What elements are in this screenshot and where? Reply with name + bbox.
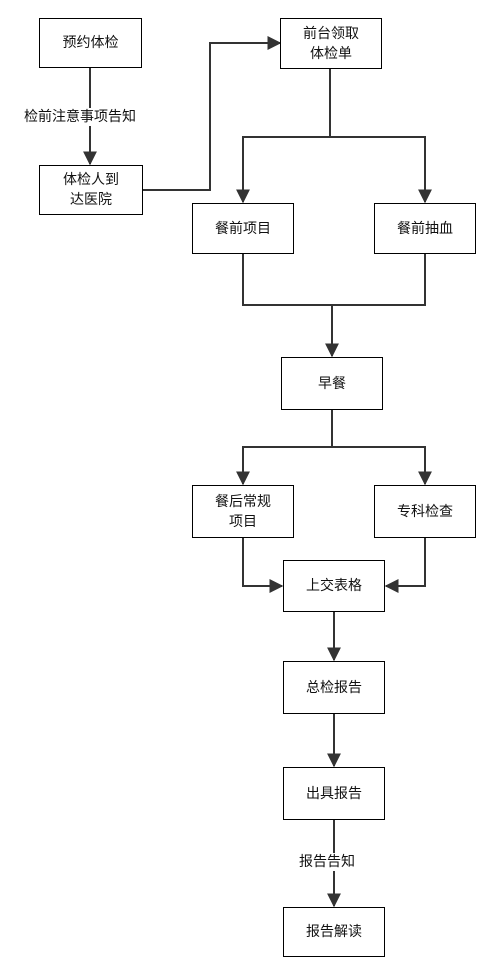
node-post-meal-routine-text: 餐后常规 项目 bbox=[215, 493, 271, 530]
node-submit-form-text: 上交表格 bbox=[306, 578, 362, 594]
node-arrive-hospital-text: 体检人到 达医院 bbox=[63, 172, 119, 208]
node-issue-report: 出具报告 bbox=[283, 767, 385, 820]
node-pre-meal-blood: 餐前抽血 bbox=[374, 203, 476, 254]
node-front-desk: 前台领取 体检单 bbox=[280, 18, 382, 69]
edge-arrive-frontdesk bbox=[143, 36, 282, 191]
node-pre-meal-items-text: 餐前项目 bbox=[215, 220, 271, 237]
edge-specialist-submit bbox=[384, 538, 426, 593]
node-specialist-exam: 专科检查 bbox=[374, 485, 476, 538]
node-general-report: 总检报告 bbox=[283, 661, 385, 714]
node-issue-report-text: 出具报告 bbox=[306, 785, 362, 802]
edge-frontdesk-split bbox=[236, 69, 331, 204]
node-book-exam: 预约体检 bbox=[39, 18, 142, 68]
edge-premeal-merge bbox=[242, 254, 426, 306]
node-interpret-report: 报告解读 bbox=[283, 907, 385, 957]
notice-label: 检前注意事项告知 bbox=[22, 108, 138, 126]
node-submit-form: 上交表格 bbox=[283, 560, 385, 612]
node-general-report-text: 总检报告 bbox=[306, 679, 362, 696]
node-breakfast-text: 早餐 bbox=[318, 375, 346, 392]
node-book-exam-text: 预约体检 bbox=[62, 35, 119, 51]
node-pre-meal-items: 餐前项目 bbox=[192, 203, 294, 254]
node-front-desk-text: 前台领取 体检单 bbox=[303, 25, 359, 62]
edge-breakfast-split bbox=[236, 410, 333, 486]
node-post-meal-routine: 餐后常规 项目 bbox=[192, 485, 294, 538]
node-pre-meal-blood-text: 餐前抽血 bbox=[397, 220, 453, 237]
node-interpret-report-text: 报告解读 bbox=[306, 924, 362, 940]
node-arrive-hospital: 体检人到 达医院 bbox=[39, 165, 143, 215]
edge-frontdesk-blood bbox=[330, 136, 432, 204]
node-breakfast: 早餐 bbox=[281, 357, 383, 410]
node-specialist-exam-text: 专科检查 bbox=[397, 503, 453, 520]
edge-breakfast-specialist bbox=[332, 446, 432, 486]
edge-routine-submit bbox=[242, 538, 284, 593]
report-notice-label: 报告告知 bbox=[297, 853, 357, 871]
